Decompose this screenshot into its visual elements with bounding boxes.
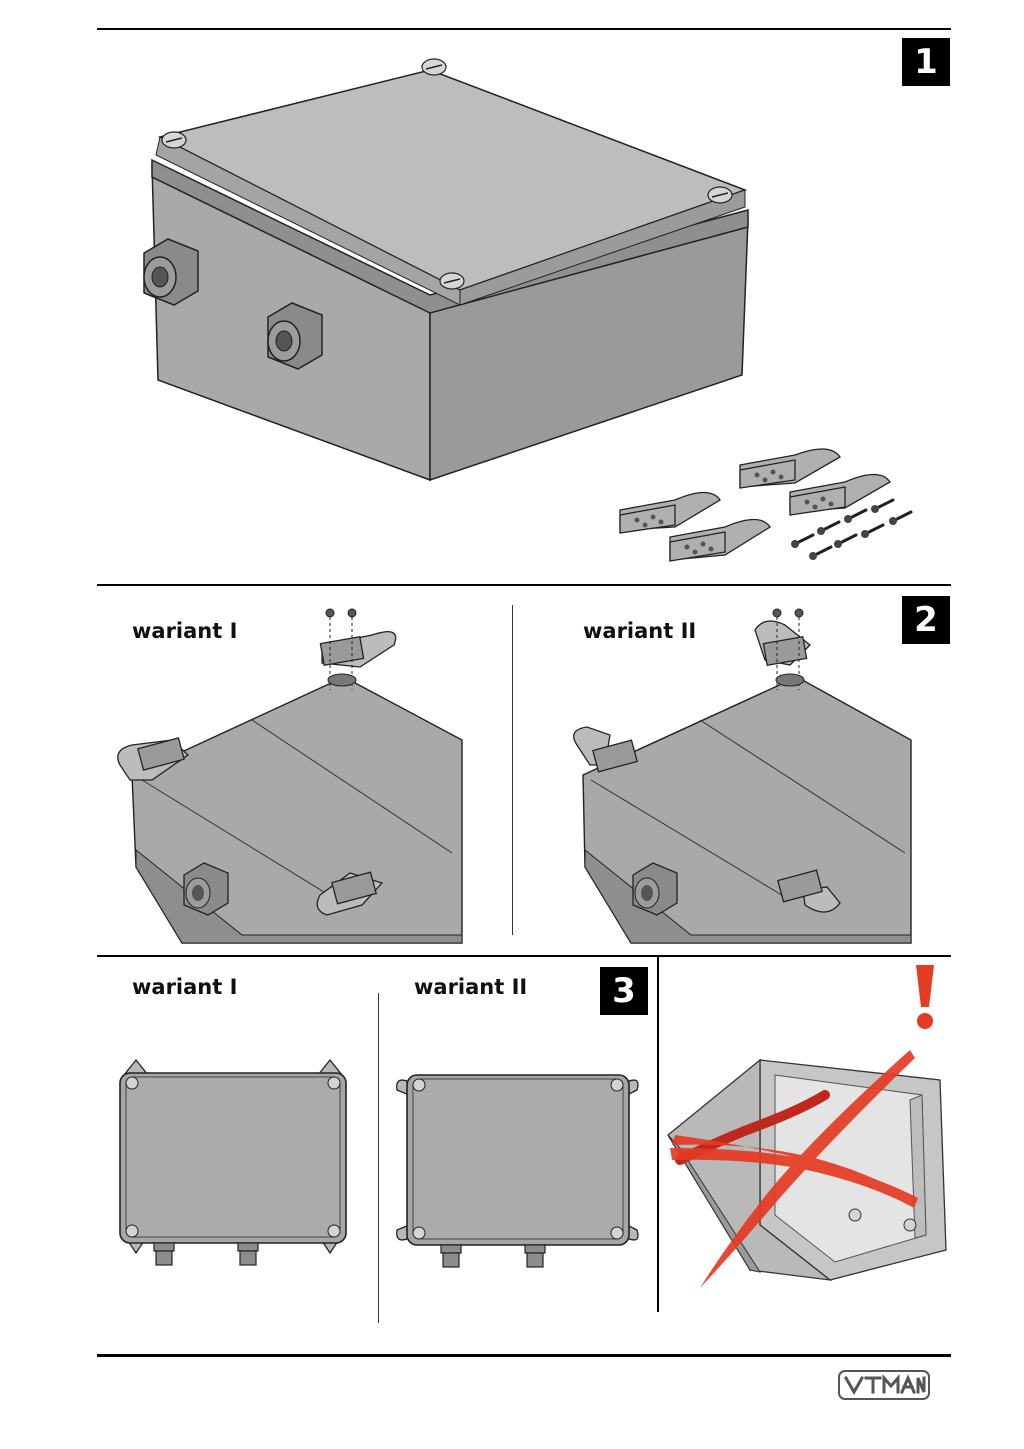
cable-gland-icon	[143, 238, 323, 370]
warning-divider	[657, 957, 659, 1312]
step3-variant-2-illustration	[396, 1074, 639, 1268]
step2-variant-2-label: wariant II	[583, 619, 697, 643]
cable-gland-icon	[183, 862, 229, 916]
cable-gland-icon	[632, 862, 678, 916]
cross-mark-icon	[670, 1050, 922, 1288]
step3-divider	[378, 993, 379, 1323]
incorrect-orientation-illustration	[667, 1050, 947, 1288]
step3-variant-1-label: wariant I	[132, 975, 238, 999]
step2-variant-1-label: wariant I	[132, 619, 238, 643]
step-1-badge: 1	[902, 38, 950, 86]
bottom-rule	[97, 1354, 951, 1357]
mounting-bracket-icon	[619, 448, 913, 562]
junction-box-icon	[143, 58, 749, 482]
top-rule	[97, 28, 951, 30]
step-3-badge: 3	[600, 967, 648, 1015]
cable-gland-icon	[153, 1242, 259, 1266]
cable-gland-icon	[440, 1244, 546, 1268]
step3-variant-1-illustration	[119, 1058, 347, 1266]
step3-rule	[97, 955, 951, 957]
step2-variant-1-illustration	[117, 608, 463, 944]
warning-exclamation-icon	[916, 965, 934, 1029]
step2-variant-2-illustration	[573, 608, 912, 944]
brand-logo-icon	[838, 1370, 930, 1400]
step-2-badge: 2	[902, 596, 950, 644]
screw-icon	[795, 498, 913, 557]
step2-divider	[512, 605, 513, 935]
step2-rule	[97, 584, 951, 586]
step3-variant-2-label: wariant II	[414, 975, 528, 999]
